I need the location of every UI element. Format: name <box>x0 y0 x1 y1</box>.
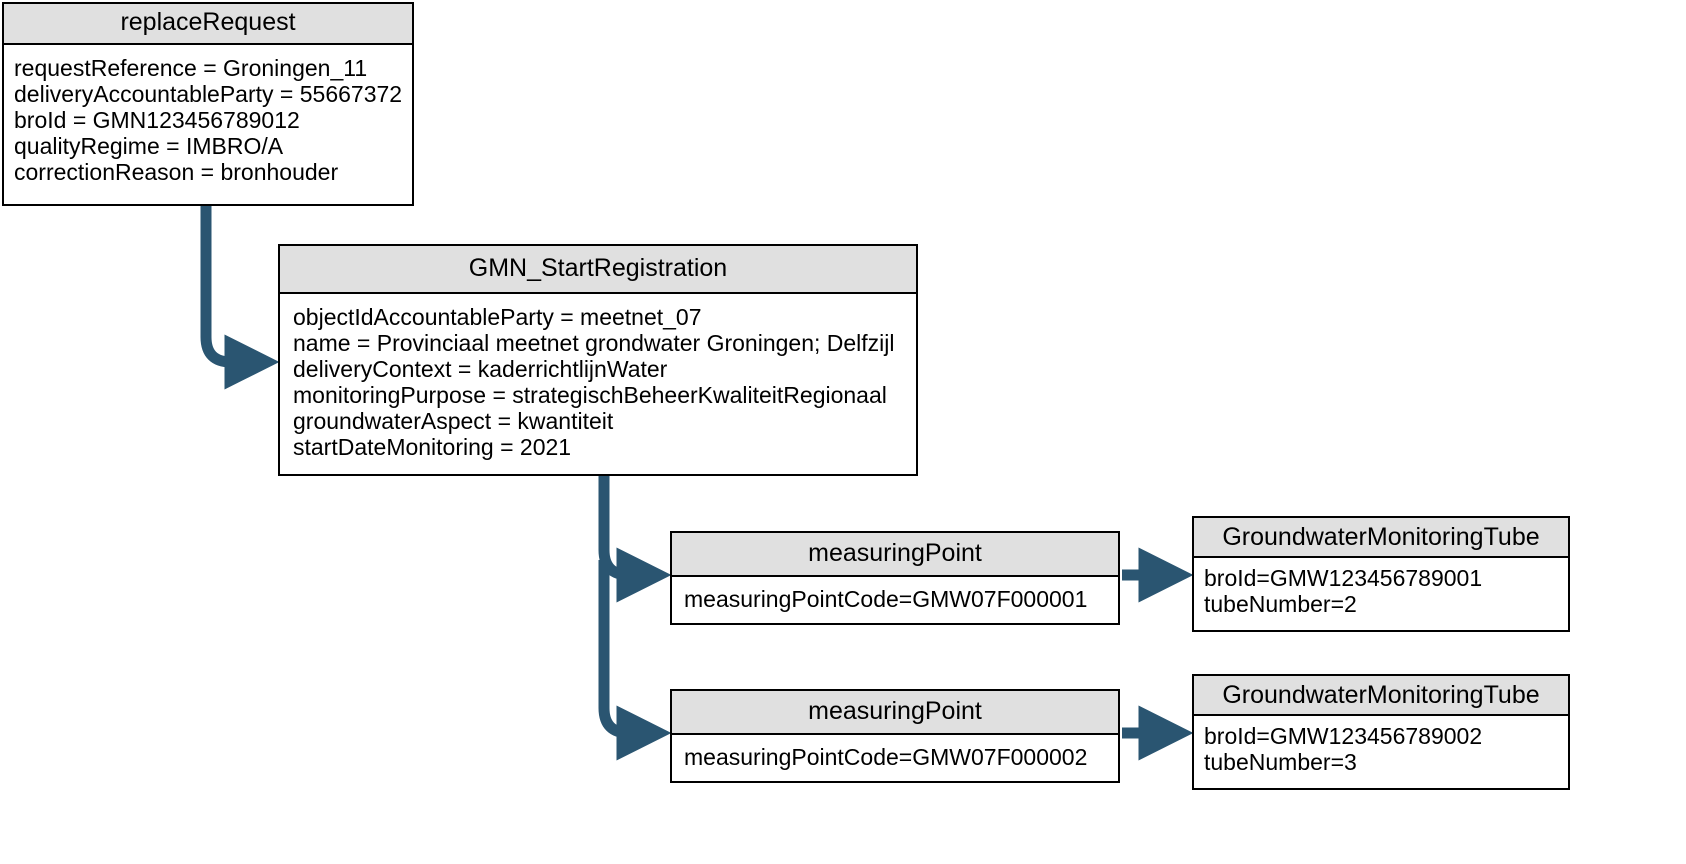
uml-attribute: tubeNumber=2 <box>1204 591 1357 617</box>
uml-box-gmn-start-registration[interactable]: GMN_StartRegistration objectIdAccountabl… <box>278 244 918 476</box>
uml-box-header: replaceRequest <box>4 4 412 45</box>
uml-box-measuring-point-2[interactable]: measuringPoint measuringPointCode=GMW07F… <box>670 689 1120 783</box>
uml-attribute: measuringPointCode=GMW07F000002 <box>684 744 1088 770</box>
uml-attribute: requestReference = Groningen_11 <box>14 55 368 81</box>
uml-attribute: groundwaterAspect = kwantiteit <box>293 408 614 434</box>
uml-box-body: broId=GMW123456789001 tubeNumber=2 <box>1194 558 1568 630</box>
uml-attribute: measuringPointCode=GMW07F000001 <box>684 586 1088 612</box>
uml-box-header: GMN_StartRegistration <box>280 246 916 294</box>
uml-attribute: monitoringPurpose = strategischBeheerKwa… <box>293 382 887 408</box>
uml-box-groundwater-monitoring-tube-2[interactable]: GroundwaterMonitoringTube broId=GMW12345… <box>1192 674 1570 790</box>
uml-attribute: name = Provinciaal meetnet grondwater Gr… <box>293 330 895 356</box>
uml-attribute: broId = GMN123456789012 <box>14 107 300 133</box>
uml-attribute: correctionReason = bronhouder <box>14 159 339 185</box>
uml-box-replace-request[interactable]: replaceRequest requestReference = Gronin… <box>2 2 414 206</box>
uml-attribute: objectIdAccountableParty = meetnet_07 <box>293 304 702 330</box>
connector-gmn-start-registration-to-measuring-point-1 <box>598 470 672 603</box>
uml-box-header: measuringPoint <box>672 691 1118 735</box>
uml-attribute: tubeNumber=3 <box>1204 749 1357 775</box>
uml-attribute: qualityRegime = IMBRO/A <box>14 133 284 159</box>
uml-box-body: requestReference = Groningen_11 delivery… <box>4 45 412 204</box>
uml-attribute: deliveryAccountableParty = 55667372 <box>14 81 403 107</box>
connector-replace-request-to-gmn-start-registration <box>200 205 280 390</box>
uml-attribute: startDateMonitoring = 2021 <box>293 434 572 460</box>
uml-box-header: measuringPoint <box>672 533 1118 577</box>
uml-box-measuring-point-1[interactable]: measuringPoint measuringPointCode=GMW07F… <box>670 531 1120 625</box>
uml-box-body: objectIdAccountableParty = meetnet_07 na… <box>280 294 916 474</box>
uml-box-body: measuringPointCode=GMW07F000001 <box>672 577 1118 623</box>
uml-box-body: broId=GMW123456789002 tubeNumber=3 <box>1194 716 1568 788</box>
uml-box-groundwater-monitoring-tube-1[interactable]: GroundwaterMonitoringTube broId=GMW12345… <box>1192 516 1570 632</box>
uml-attribute: broId=GMW123456789001 <box>1204 565 1483 591</box>
connector-gmn-start-registration-to-measuring-point-2 <box>598 560 672 761</box>
uml-box-header: GroundwaterMonitoringTube <box>1194 676 1568 716</box>
uml-attribute: broId=GMW123456789002 <box>1204 723 1483 749</box>
uml-box-body: measuringPointCode=GMW07F000002 <box>672 735 1118 781</box>
uml-attribute: deliveryContext = kaderrichtlijnWater <box>293 356 668 382</box>
uml-box-header: GroundwaterMonitoringTube <box>1194 518 1568 558</box>
